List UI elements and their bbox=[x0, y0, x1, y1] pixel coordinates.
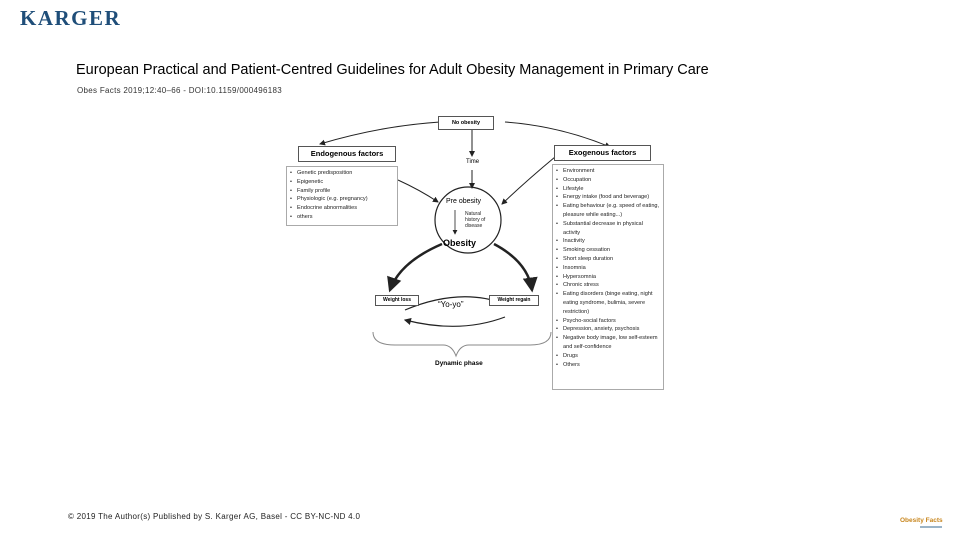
exogenous-item: Inactivity bbox=[555, 237, 661, 246]
endogenous-title-box: Endogenous factors bbox=[298, 146, 396, 162]
dynamic-phase-label: Dynamic phase bbox=[435, 360, 483, 367]
obesity-facts-logo-underline bbox=[920, 526, 942, 528]
natural-history-label: Natural history of disease bbox=[465, 211, 485, 229]
exogenous-item: Lifestyle bbox=[555, 185, 661, 194]
natural-history-line-1: Natural bbox=[465, 211, 482, 217]
exogenous-item: Psycho-social factors bbox=[555, 317, 661, 326]
exogenous-item: Occupation bbox=[555, 176, 661, 185]
obesity-label: Obesity bbox=[443, 238, 477, 248]
arrow-from-weight-regain bbox=[493, 242, 538, 293]
exogenous-title: Exogenous factors bbox=[568, 148, 637, 157]
exogenous-item: Negative body image, low self-esteem and… bbox=[555, 334, 661, 352]
arrow-endogenous-to-circle bbox=[397, 179, 439, 203]
no-obesity-box: No obesity bbox=[438, 116, 494, 130]
endogenous-title: Endogenous factors bbox=[310, 149, 384, 158]
obesity-diagram: No obesity Time Endogenous factors Genet… bbox=[280, 112, 680, 392]
weight-loss-box: Weight loss bbox=[375, 295, 419, 306]
obesity-facts-logo: Obesity Facts bbox=[900, 517, 943, 524]
exogenous-item: Depression, anxiety, psychosis bbox=[555, 325, 661, 334]
natural-history-line-3: disease bbox=[465, 223, 483, 229]
arrow-to-endogenous bbox=[319, 121, 441, 146]
exogenous-item: Eating behaviour (e.g. speed of eating, … bbox=[555, 202, 661, 220]
weight-regain-box: Weight regain bbox=[489, 295, 539, 306]
exogenous-list: EnvironmentOccupationLifestyleEnergy int… bbox=[555, 167, 661, 369]
natural-history-line-2: history of bbox=[465, 217, 486, 223]
exogenous-item: Hypersomnia bbox=[555, 273, 661, 282]
dynamic-phase-bracket bbox=[372, 331, 552, 358]
exogenous-list-box: EnvironmentOccupationLifestyleEnergy int… bbox=[552, 164, 664, 390]
pre-obesity-label: Pre obesity bbox=[446, 198, 482, 205]
endogenous-item: Genetic predisposition bbox=[289, 169, 395, 178]
time-label: Time bbox=[466, 159, 480, 165]
arrow-exogenous-to-circle bbox=[501, 156, 556, 205]
exogenous-item: Insomnia bbox=[555, 264, 661, 273]
yoyo-label: “Yo-yo” bbox=[438, 300, 464, 309]
exogenous-item: Short sleep duration bbox=[555, 255, 661, 264]
exogenous-item: Smoking cessation bbox=[555, 246, 661, 255]
endogenous-item: Endocrine abnormalities bbox=[289, 204, 395, 213]
exogenous-item: Environment bbox=[555, 167, 661, 176]
arc-yoyo-bottom bbox=[403, 316, 506, 327]
slide-title: European Practical and Patient-Centred G… bbox=[76, 62, 709, 78]
exogenous-item: Substantial decrease in physical activit… bbox=[555, 220, 661, 238]
copyright-notice: © 2019 The Author(s) Published by S. Kar… bbox=[68, 512, 361, 521]
endogenous-list: Genetic predispositionEpigeneticFamily p… bbox=[289, 169, 395, 222]
citation: Obes Facts 2019;12:40–66 - DOI:10.1159/0… bbox=[77, 86, 283, 95]
exogenous-item: Energy intake (food and beverage) bbox=[555, 193, 661, 202]
endogenous-list-box: Genetic predispositionEpigeneticFamily p… bbox=[286, 166, 398, 226]
exogenous-item: Chronic stress bbox=[555, 281, 661, 290]
endogenous-item: others bbox=[289, 213, 395, 222]
endogenous-item: Physiologic (e.g. pregnancy) bbox=[289, 195, 395, 204]
natural-history-circle bbox=[434, 186, 502, 254]
exogenous-title-box: Exogenous factors bbox=[554, 145, 651, 161]
exogenous-item: Drugs bbox=[555, 352, 661, 361]
exogenous-item: Eating disorders (binge eating, night ea… bbox=[555, 290, 661, 316]
arrow-to-weight-loss bbox=[387, 242, 443, 293]
endogenous-item: Family profile bbox=[289, 187, 395, 196]
arrow-to-exogenous bbox=[504, 121, 611, 148]
endogenous-item: Epigenetic bbox=[289, 178, 395, 187]
karger-logo: KARGER bbox=[20, 6, 122, 30]
exogenous-item: Others bbox=[555, 361, 661, 370]
